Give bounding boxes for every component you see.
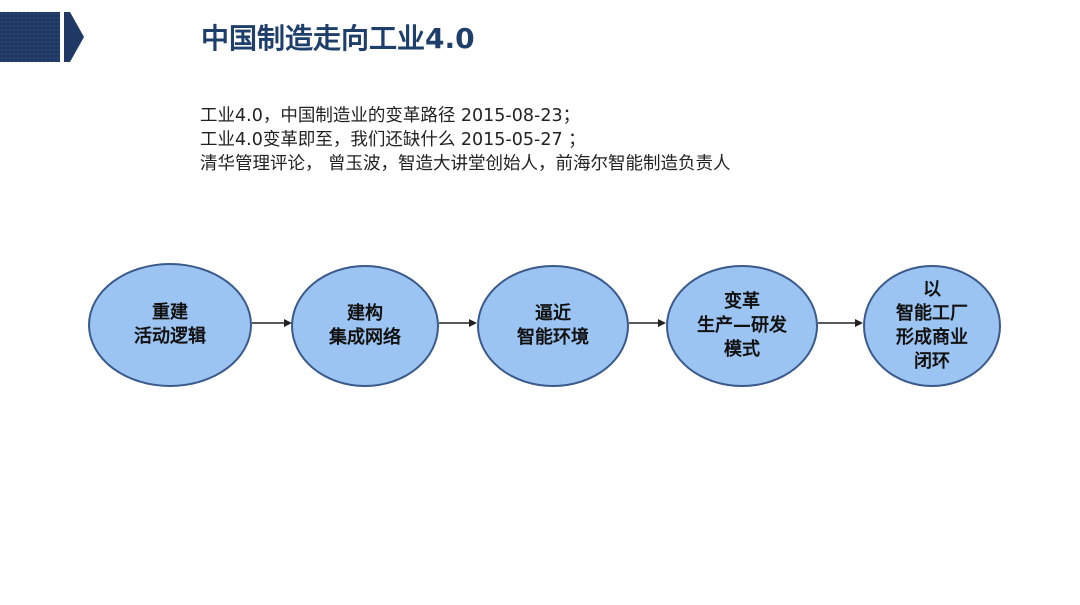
reference-line-3: 清华管理评论， 曾玉波，智造大讲堂创始人，前海尔智能制造负责人 bbox=[200, 154, 731, 174]
reference-line-1: 工业4.0，中国制造业的变革路径 2015-08-23； bbox=[200, 106, 581, 126]
flow-node-1-line-1: 重建 bbox=[152, 302, 188, 323]
flow-arrow-3 bbox=[629, 319, 666, 327]
flow-node-5-line-2: 智能工厂 bbox=[896, 303, 968, 324]
flow-node-5-line-1: 以 bbox=[923, 279, 941, 300]
flow-node-5-line-4: 闭环 bbox=[914, 351, 950, 372]
flow-node-4-line-3: 模式 bbox=[724, 339, 760, 360]
reference-text: 工业4.0，中国制造业的变革路径 2015-08-23； 工业4.0变革即至，我… bbox=[200, 104, 731, 176]
flow-node-integrated-network: 建构 集成网络 bbox=[291, 265, 439, 387]
flow-node-rebuild-logic: 重建 活动逻辑 bbox=[88, 263, 252, 387]
flow-node-smart-factory-loop: 以 智能工厂 形成商业 闭环 bbox=[863, 265, 1001, 387]
flow-arrow-1 bbox=[252, 319, 292, 327]
reference-line-2: 工业4.0变革即至，我们还缺什么 2015-05-27 ； bbox=[200, 130, 586, 150]
flow-node-4-line-2: 生产—研发 bbox=[697, 315, 787, 336]
flow-node-production-rd-mode: 变革 生产—研发 模式 bbox=[666, 265, 818, 387]
flow-node-5-line-3: 形成商业 bbox=[896, 327, 968, 348]
flow-node-3-line-1: 逼近 bbox=[535, 303, 571, 324]
flow-node-smart-environment: 逼近 智能环境 bbox=[477, 265, 629, 387]
badge-chevron bbox=[64, 12, 84, 62]
corner-badge bbox=[0, 12, 84, 62]
page-title: 中国制造走向工业4.0 bbox=[201, 22, 475, 55]
flow-arrow-4 bbox=[818, 319, 863, 327]
flow-node-1-line-2: 活动逻辑 bbox=[134, 326, 206, 347]
badge-block bbox=[0, 12, 60, 62]
flow-node-2-line-1: 建构 bbox=[347, 303, 383, 324]
flow-arrow-2 bbox=[439, 319, 477, 327]
flow-node-2-line-2: 集成网络 bbox=[329, 327, 401, 348]
flow-node-3-line-2: 智能环境 bbox=[517, 327, 589, 348]
flow-node-4-line-1: 变革 bbox=[724, 291, 760, 312]
